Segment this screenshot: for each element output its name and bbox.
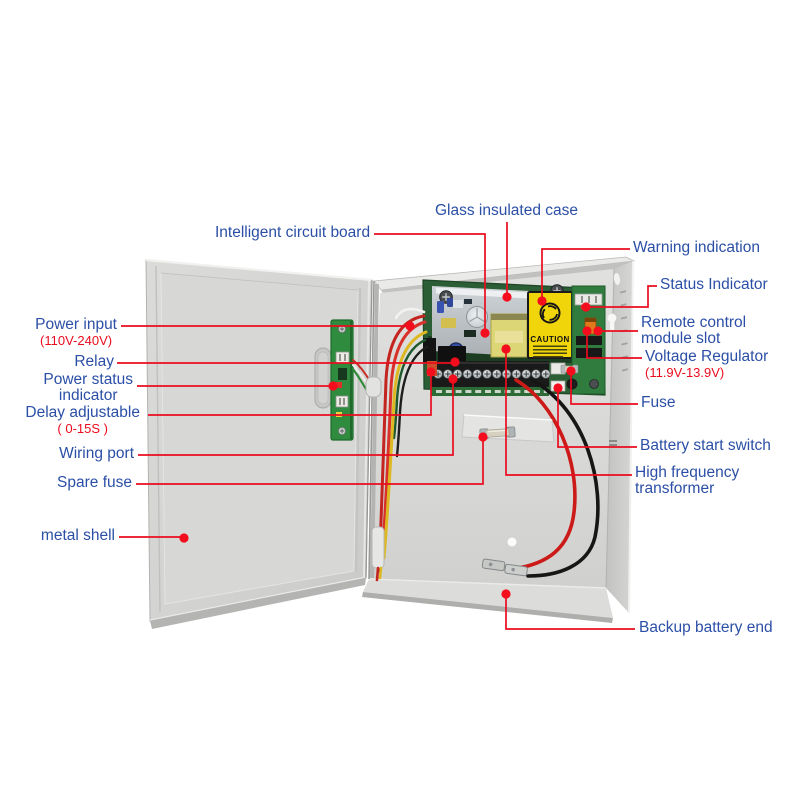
label-metal-shell: metal shell <box>40 527 115 544</box>
label-intelligent-circuit-board: Intelligent circuit board <box>215 224 371 241</box>
back-panel-hole <box>507 537 517 547</box>
callout-dot-metal-shell <box>179 533 189 543</box>
callout-line-status <box>586 285 657 308</box>
label-remote-control-module-slot: Remote control module slot <box>641 314 747 347</box>
callout-dot-relay <box>450 357 460 367</box>
label-high-frequency-transformer: High frequency transformer <box>635 464 740 497</box>
label-power-status-indicator: Power status indicator <box>43 371 133 404</box>
callout-line-voltage <box>586 332 642 359</box>
enclosure-door <box>145 258 373 629</box>
spare-fuse-shelf <box>461 414 555 443</box>
caution-text: CAUTION <box>530 335 569 344</box>
label-wiring-port: Wiring port <box>59 445 134 462</box>
callout-line-battery-switch <box>557 389 637 448</box>
label-delay-adjustable: Delay adjustable ( 0-15S ) <box>25 404 140 436</box>
label-backup-battery-end: Backup battery end <box>639 619 773 636</box>
callout-dot-battery-switch <box>553 383 563 393</box>
label-warning-indication: Warning indication <box>633 239 760 256</box>
callout-dot-glass-case <box>502 292 512 302</box>
callout-dots <box>179 292 603 599</box>
callout-dot-status <box>581 302 591 312</box>
label-status-indicator: Status Indicator <box>660 276 768 293</box>
door-relay-strip <box>330 319 354 441</box>
callout-dot-power-status <box>328 381 338 391</box>
label-glass-insulated-case: Glass insulated case <box>435 202 579 219</box>
wire-connector <box>423 338 436 362</box>
wall-keyhole <box>607 313 617 331</box>
label-power-input: Power input (110V-240V) <box>35 316 117 348</box>
strip-connector-upper <box>335 351 350 364</box>
callout-line-wiring-port <box>138 379 454 456</box>
battery-wire-black <box>526 378 600 578</box>
callout-dot-wiring-port <box>448 374 458 384</box>
caution-sticker: CAUTION <box>527 291 573 359</box>
callout-dot-spare-fuse <box>478 432 488 442</box>
wire-clamp <box>371 526 385 569</box>
label-spare-fuse: Spare fuse <box>57 474 132 491</box>
callout-dot-remote <box>593 326 603 336</box>
strip-connector-lower <box>335 395 349 408</box>
callout-line-intelligent-board <box>374 233 486 333</box>
callout-dot-warning <box>537 296 547 306</box>
wires <box>352 307 600 582</box>
callout-dot-intelligent-board <box>480 328 490 338</box>
callout-lines <box>117 222 657 630</box>
callout-line-warning <box>541 248 630 301</box>
label-voltage-regulator: Voltage Regulator (11.9V-13.9V) <box>645 348 769 380</box>
callout-dot-voltage <box>582 326 592 336</box>
relay-component <box>438 346 466 361</box>
power-status-led <box>335 382 342 388</box>
label-battery-start-switch: Battery start switch <box>640 437 771 454</box>
wire-grommet <box>365 376 382 398</box>
callout-dot-high-freq <box>501 344 511 354</box>
backup-battery-connector <box>481 558 528 577</box>
callout-dot-delay <box>426 367 436 377</box>
label-relay: Relay <box>74 353 114 370</box>
callout-line-high-freq <box>505 350 632 476</box>
callout-dot-power-input <box>405 321 415 331</box>
callout-dot-backup-battery <box>501 589 511 599</box>
label-fuse: Fuse <box>641 394 676 411</box>
callout-line-spare-fuse <box>136 437 484 485</box>
callout-line-fuse <box>570 372 638 405</box>
callout-line-delay <box>148 372 432 416</box>
battery-wire-red <box>511 378 577 571</box>
callout-dot-fuse <box>566 366 576 376</box>
door-handle <box>314 347 332 409</box>
callout-line-backup-battery <box>505 594 635 630</box>
wall-stud <box>609 440 617 446</box>
